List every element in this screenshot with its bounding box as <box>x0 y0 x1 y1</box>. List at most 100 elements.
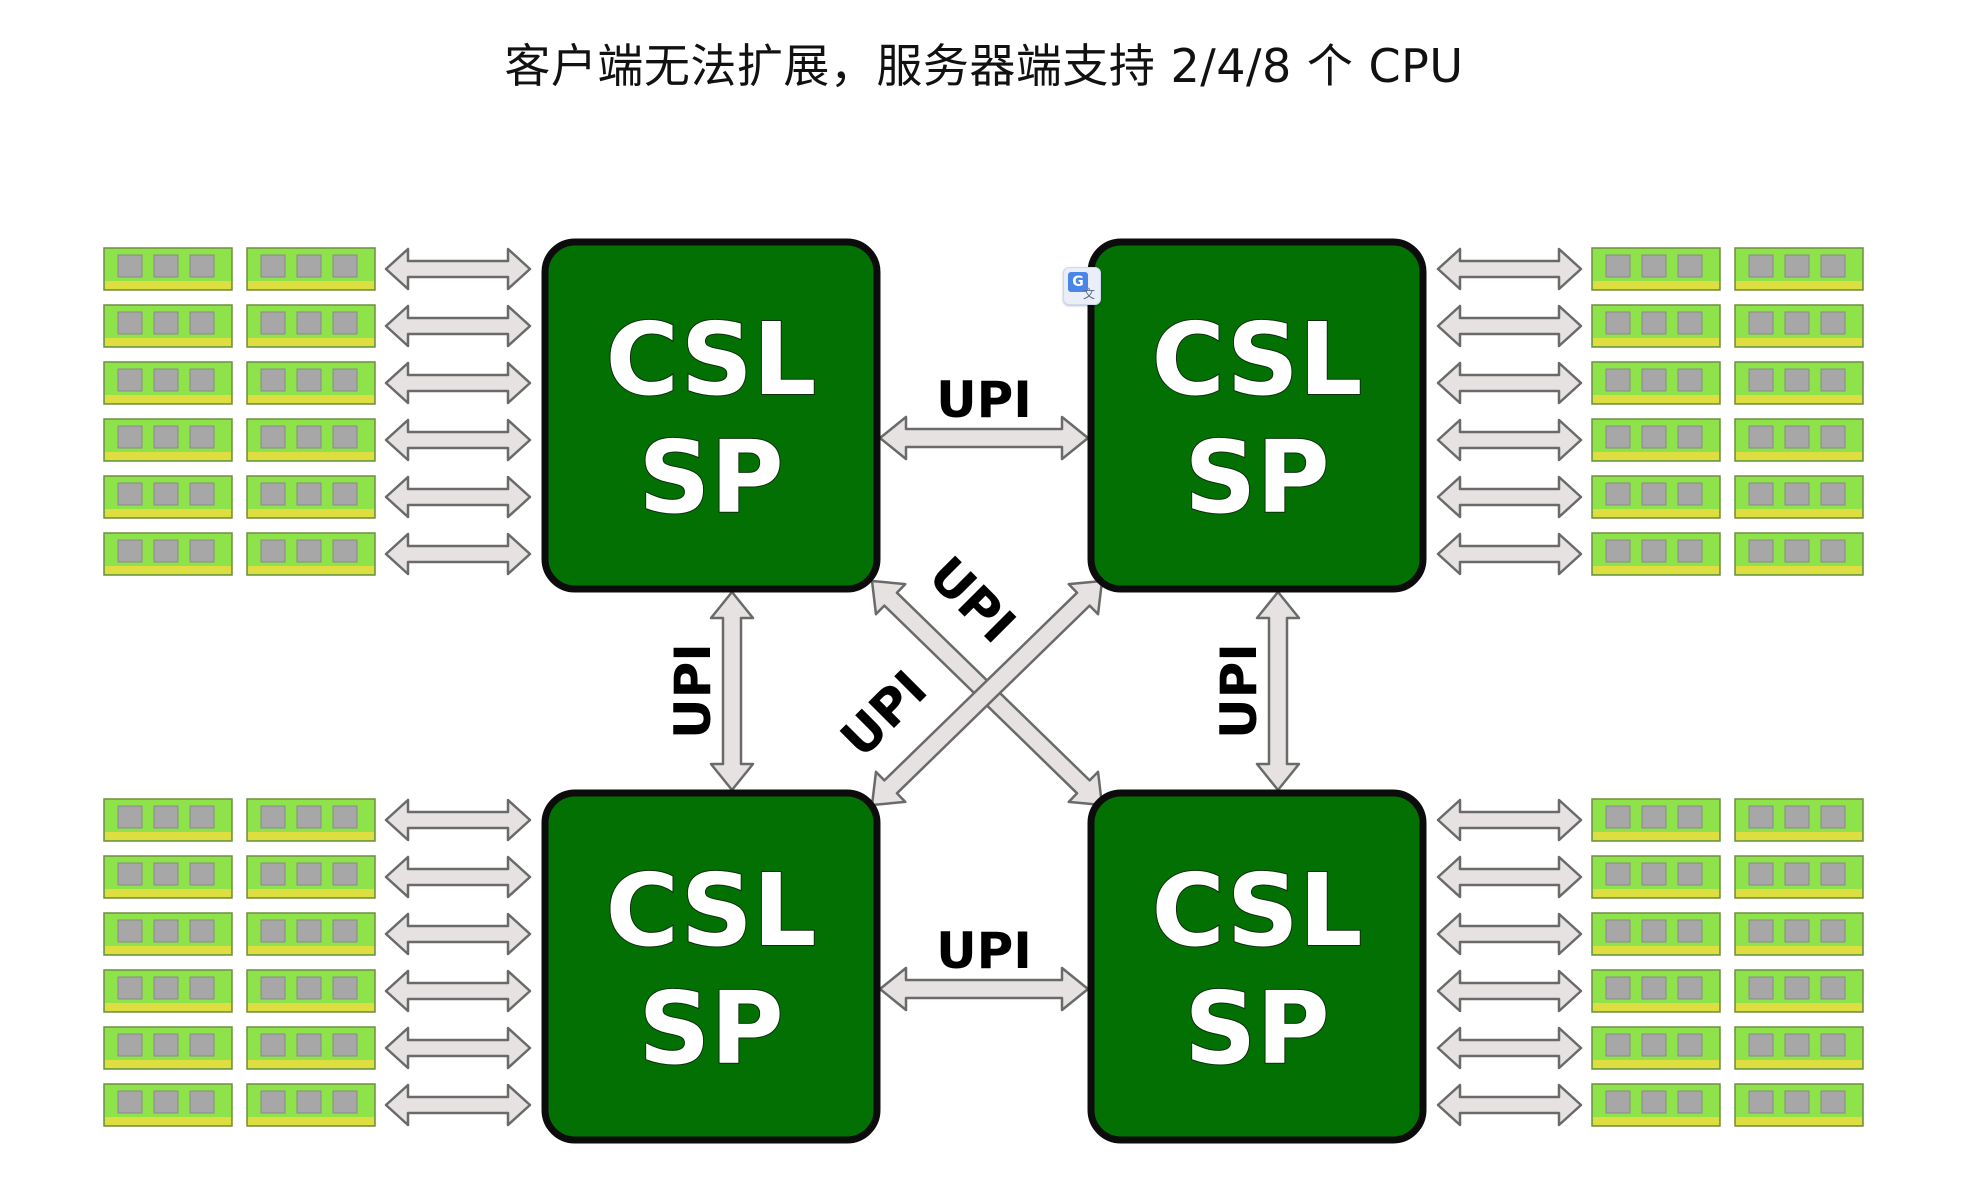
dimm-contacts <box>105 509 231 517</box>
memory-chip <box>296 425 322 449</box>
memory-dimm <box>1591 247 1721 291</box>
memory-chip <box>117 368 143 392</box>
memory-chip <box>189 1090 215 1114</box>
memory-chip <box>296 539 322 563</box>
memory-chip <box>1820 919 1846 943</box>
memory-chip <box>189 482 215 506</box>
memory-dimm <box>1734 532 1864 576</box>
memory-chip <box>1677 976 1703 1000</box>
memory-channel-arrow <box>1436 1026 1583 1070</box>
memory-chip <box>189 1033 215 1057</box>
upi-link-top: UPI <box>878 371 1090 461</box>
dimm-contacts <box>1736 1060 1862 1068</box>
memory-chip <box>1784 368 1810 392</box>
dimm-contacts <box>248 889 374 897</box>
memory-chip <box>189 254 215 278</box>
memory-chip <box>260 311 286 335</box>
memory-chip <box>296 482 322 506</box>
memory-chip <box>296 311 322 335</box>
memory-chip <box>1784 805 1810 829</box>
memory-dimm <box>103 418 233 462</box>
memory-dimm <box>1591 532 1721 576</box>
memory-chip <box>1641 254 1667 278</box>
memory-channel-arrow <box>1436 247 1583 291</box>
memory-chip <box>332 1033 358 1057</box>
cpu-name-line2: SP <box>638 970 783 1087</box>
dimm-contacts <box>1736 452 1862 460</box>
dimm-contacts <box>248 566 374 574</box>
memory-chip <box>1784 482 1810 506</box>
memory-chip <box>296 1090 322 1114</box>
memory-dimm <box>1734 361 1864 405</box>
dimm-contacts <box>1593 509 1719 517</box>
dimm-contacts <box>248 395 374 403</box>
dimm-contacts <box>105 1060 231 1068</box>
memory-chip <box>1820 805 1846 829</box>
memory-chip <box>332 482 358 506</box>
memory-chip <box>117 1033 143 1057</box>
memory-chip <box>1677 368 1703 392</box>
dimm-contacts <box>1736 1003 1862 1011</box>
memory-chip <box>332 1090 358 1114</box>
memory-dimm <box>1734 855 1864 899</box>
cpu-name-line1: CSL <box>1152 852 1363 969</box>
memory-group-bottom-right <box>1436 798 1864 1127</box>
memory-chip <box>1605 311 1631 335</box>
memory-chip <box>1677 1033 1703 1057</box>
memory-dimm <box>246 798 376 842</box>
memory-dimm <box>103 912 233 956</box>
memory-chip <box>1784 254 1810 278</box>
memory-channel-arrow <box>384 361 532 405</box>
memory-chip <box>1677 539 1703 563</box>
dimm-contacts <box>105 452 231 460</box>
memory-chip <box>1748 311 1774 335</box>
dimm-contacts <box>1736 889 1862 897</box>
memory-chip <box>189 539 215 563</box>
dimm-contacts <box>1593 832 1719 840</box>
memory-chip <box>332 254 358 278</box>
memory-chip <box>332 425 358 449</box>
memory-chip <box>153 482 179 506</box>
memory-dimm <box>1734 418 1864 462</box>
memory-dimm <box>1591 1083 1721 1127</box>
memory-chip <box>1820 539 1846 563</box>
dimm-contacts <box>1593 1060 1719 1068</box>
upi-label: UPI <box>936 371 1032 429</box>
memory-chip <box>1784 919 1810 943</box>
memory-chip <box>117 254 143 278</box>
page-title: 客户端无法扩展，服务器端支持 2/4/8 个 CPU <box>504 39 1464 93</box>
memory-chip <box>1748 368 1774 392</box>
memory-chip <box>1605 539 1631 563</box>
memory-chip <box>117 919 143 943</box>
memory-chip <box>117 425 143 449</box>
memory-dimm <box>103 532 233 576</box>
memory-chip <box>1677 254 1703 278</box>
memory-chip <box>296 254 322 278</box>
memory-channel-arrow <box>384 798 532 842</box>
memory-dimm <box>1734 912 1864 956</box>
memory-chip <box>153 919 179 943</box>
memory-dimm <box>246 969 376 1013</box>
memory-chip <box>260 1033 286 1057</box>
dimm-contacts <box>105 889 231 897</box>
memory-group-top-left <box>103 247 532 576</box>
memory-channel-arrow <box>384 304 532 348</box>
memory-chip <box>260 254 286 278</box>
memory-channel-arrow <box>1436 855 1583 899</box>
memory-dimm <box>1591 418 1721 462</box>
memory-dimm <box>246 532 376 576</box>
memory-chip <box>1677 919 1703 943</box>
dimm-contacts <box>248 281 374 289</box>
cpu-package <box>541 789 881 1144</box>
upi-label: UPI <box>936 922 1032 980</box>
memory-chip <box>1641 539 1667 563</box>
memory-dimm <box>1591 304 1721 348</box>
dimm-contacts <box>1593 1003 1719 1011</box>
google-translate-icon[interactable]: G 文 <box>1063 267 1101 305</box>
memory-chip <box>332 311 358 335</box>
memory-dimm <box>103 247 233 291</box>
memory-chip <box>1641 1033 1667 1057</box>
